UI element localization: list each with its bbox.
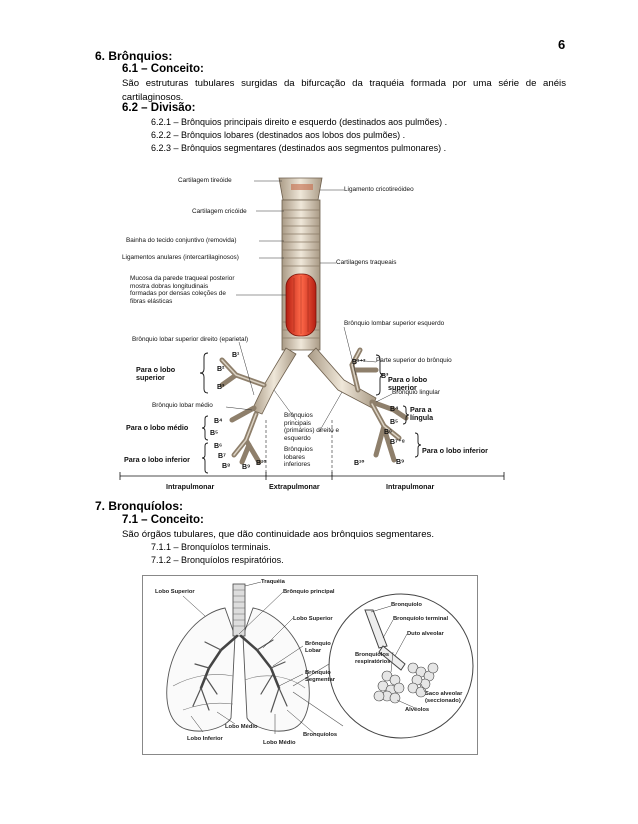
bronchus-code: B¹ bbox=[232, 352, 240, 359]
bronchus-code: B¹⁰ bbox=[354, 460, 365, 467]
section-6-title: 6. Brônquios: bbox=[95, 49, 173, 63]
label-bronquios-principais: Brônquios principais (primários) direito… bbox=[284, 412, 340, 442]
section-7-title: 7. Bronquíolos: bbox=[95, 499, 183, 513]
label-ligamento-cricotireoideo: Ligamento cricotireóideo bbox=[344, 186, 414, 193]
bronchus-code: B³ bbox=[381, 373, 389, 380]
section-6-2-item: 6.2.1 – Brônquios principais direito e e… bbox=[151, 117, 448, 127]
bronchus-code: B⁸ bbox=[222, 463, 231, 470]
label-cartilagem-cricoide: Cartilagem cricóide bbox=[192, 208, 247, 215]
label-bronquio-principal: Brônquio principal bbox=[283, 589, 335, 595]
section-7-1-text: São órgãos tubulares, que dão continuida… bbox=[122, 529, 435, 540]
label-parte-superior-bronquio: Parte superior do brônquio bbox=[376, 357, 452, 364]
bronchus-code: B⁶ bbox=[214, 443, 223, 450]
label-bronquiolos-respiratorios: Bronquíolos respiratórios bbox=[355, 652, 391, 665]
label-alveolos: Alvéolos bbox=[405, 707, 430, 713]
bronchus-code: B⁷⁺⁸ bbox=[390, 439, 405, 446]
label-cartilagens-traqueais: Cartilagens traqueais bbox=[336, 259, 397, 266]
label-ligamentos-anulares: Ligamentos anulares (intercartilaginosos… bbox=[122, 254, 239, 261]
lungs-bronchioles-illustration bbox=[166, 581, 474, 739]
bronchus-code: B⁶ bbox=[384, 429, 393, 436]
bronchial-tree-illustration bbox=[119, 177, 505, 480]
label-bronquiolo: Bronquíolo bbox=[391, 602, 422, 608]
section-6-2-item: 6.2.3 – Brônquios segmentares (destinado… bbox=[151, 143, 447, 153]
lungs-bronchioles-figure: Traquéia Lobo Superior Brônquio principa… bbox=[142, 575, 478, 755]
group-lobo-inferior-left-lung: Para o lobo inferior bbox=[422, 446, 488, 455]
label-lobo-superior-left: Lobo Superior bbox=[155, 589, 195, 595]
label-bronquio-lobar: Brônquio Lobar bbox=[305, 641, 331, 654]
label-bronquio-lombar-superior-esquerdo: Brônquio lombar superior esquerdo bbox=[344, 320, 445, 327]
bronchus-code: B² bbox=[217, 366, 225, 373]
bronchus-code: B⁷ bbox=[218, 453, 226, 460]
group-lobo-inferior-right-lung: Para o lobo inferior bbox=[124, 455, 190, 464]
bronchus-code: B⁵ bbox=[390, 419, 399, 426]
region-extrapulmonar: Extrapulmonar bbox=[269, 482, 320, 491]
region-intrapulmonar-right: Intrapulmonar bbox=[386, 482, 435, 491]
label-ducto-alveolar: Duto alveolar bbox=[407, 631, 444, 637]
bronchus-code: B¹⁺² bbox=[352, 359, 366, 366]
label-lobo-superior-right: Lobo Superior bbox=[293, 616, 333, 622]
bronchial-tree-figure: Cartilagem tireóide Ligamento cricotireó… bbox=[114, 170, 509, 498]
section-7-1-title: 7.1 – Conceito: bbox=[122, 514, 204, 526]
group-lingula: Para a língula bbox=[410, 405, 434, 422]
label-bronquiolo-terminal: Bronquíolo terminal bbox=[393, 616, 449, 622]
label-bronquio-segmentar: Brônquio Segmentar bbox=[305, 670, 335, 683]
bronchus-code: B⁵ bbox=[210, 430, 219, 437]
section-6-2-item: 6.2.2 – Brônquios lobares (destinados ao… bbox=[151, 130, 406, 140]
label-bronquio-lobar-medio: Brônquio lobar médio bbox=[152, 402, 213, 409]
bronchus-code: B⁹ bbox=[242, 464, 251, 471]
page-number: 6 bbox=[558, 37, 566, 52]
group-lobo-superior-left-lung: Para o lobo superior bbox=[388, 375, 428, 392]
label-cartilagem-tireoide: Cartilagem tireóide bbox=[178, 177, 232, 184]
group-lobo-superior-right-lung: Para o lobo superior bbox=[136, 365, 176, 382]
bronchus-code: B⁴ bbox=[214, 418, 223, 425]
section-7-1-item: 7.1.1 – Bronquíolos terminais. bbox=[151, 542, 271, 552]
label-saco-alveolar: Saco alveolar (seccionado) bbox=[425, 691, 463, 704]
label-bronquio-lingular: Brônquio lingular bbox=[392, 389, 440, 396]
label-mucosa: Mucosa da parede traqueal posterior most… bbox=[130, 275, 235, 305]
section-6-1-title: 6.1 – Conceito: bbox=[122, 63, 204, 75]
label-lobo-medio-1: Lobo Médio bbox=[225, 724, 258, 730]
label-lobo-inferior: Lobo Inferior bbox=[187, 736, 223, 742]
section-6-1-text: São estruturas tubulares surgidas da bif… bbox=[122, 78, 566, 103]
label-traqueia: Traquéia bbox=[261, 579, 285, 585]
label-bronquios-lobares: Brônquios lobares inferiores bbox=[284, 446, 313, 469]
bronchus-code: B⁴ bbox=[390, 406, 399, 413]
group-lobo-medio: Para o lobo médio bbox=[126, 423, 189, 432]
label-bainha: Bainha do tecido conjuntivo (removida) bbox=[126, 237, 237, 244]
bronchus-code: B⁹ bbox=[396, 459, 405, 466]
label-bronquio-lobar-superior-direito: Brônquio lobar superior direito (epariet… bbox=[132, 336, 249, 343]
bronchus-code: B¹⁰ bbox=[256, 460, 267, 467]
region-intrapulmonar-left: Intrapulmonar bbox=[166, 482, 215, 491]
section-6-2-title: 6.2 – Divisão: bbox=[122, 102, 196, 114]
label-lobo-medio-2: Lobo Médio bbox=[263, 740, 296, 746]
label-bronquiolos: Bronquíolos bbox=[303, 732, 338, 738]
section-7-1-item: 7.1.2 – Bronquíolos respiratórios. bbox=[151, 555, 284, 565]
bronchus-code: B³ bbox=[217, 384, 225, 391]
